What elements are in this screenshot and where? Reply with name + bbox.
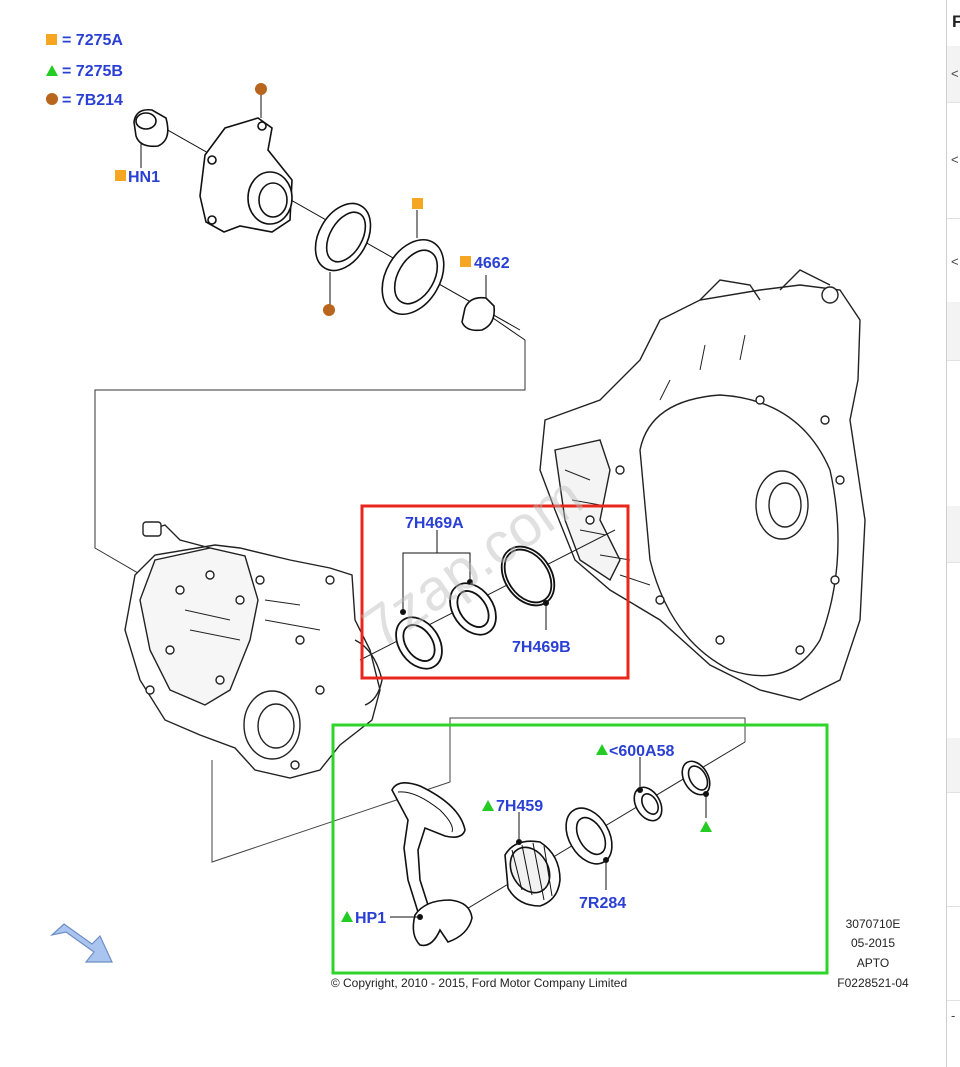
side-panel-row[interactable] xyxy=(947,792,960,907)
side-panel-row[interactable] xyxy=(947,906,960,1001)
part-label-7h469b: 7H469B xyxy=(512,639,571,656)
drawing-reference: F0228521-04 xyxy=(837,976,909,990)
side-panel-row-text: < xyxy=(951,66,959,81)
side-panel-row[interactable]: < xyxy=(947,46,960,103)
triangle-marker xyxy=(341,911,353,922)
side-panel-row-text: - xyxy=(951,1008,956,1023)
navigation-arrow-icon[interactable] xyxy=(49,923,113,963)
drawing-market: APTO xyxy=(857,956,889,970)
square-marker xyxy=(412,198,423,209)
part-label-7h459: 7H459 xyxy=(496,798,543,815)
top-assembly xyxy=(133,90,526,341)
highlight-box-green xyxy=(331,723,829,975)
side-panel-row[interactable] xyxy=(947,738,960,793)
bell-housing xyxy=(539,269,866,701)
seal-group-7h469 xyxy=(395,545,556,670)
side-panel-row-text: < xyxy=(951,152,959,167)
drawing-date: 05-2015 xyxy=(851,936,895,950)
triangle-marker xyxy=(482,800,494,811)
part-label-hn1: HN1 xyxy=(128,169,160,186)
leader-line xyxy=(94,340,526,581)
shift-fork-part xyxy=(391,782,466,914)
side-panel-header-row xyxy=(947,0,960,47)
side-panel-row[interactable]: < xyxy=(947,102,960,219)
legend-circle-marker xyxy=(46,93,58,105)
circle-marker xyxy=(255,83,267,95)
copyright-notice: © Copyright, 2010 - 2015, Ford Motor Com… xyxy=(331,976,627,990)
side-panel-header: F xyxy=(952,12,960,32)
part-label-4662: 4662 xyxy=(474,255,510,272)
legend: = 7275A = 7275B = 7B214 xyxy=(46,32,123,109)
triangle-marker xyxy=(596,744,608,755)
legend-text-7275a: = 7275A xyxy=(62,32,123,49)
side-panel-row[interactable] xyxy=(947,302,960,361)
part-label-7h469a: 7H469A xyxy=(405,515,464,532)
side-panel: F < < < - xyxy=(946,0,960,1067)
side-panel-row[interactable]: < xyxy=(947,218,960,303)
legend-text-7b214: = 7B214 xyxy=(62,92,123,109)
part-label-hp1: HP1 xyxy=(355,910,386,927)
side-panel-row[interactable]: - xyxy=(947,1000,960,1067)
leader-line xyxy=(211,717,746,863)
legend-text-7275b: = 7275B xyxy=(62,63,123,80)
side-panel-row[interactable] xyxy=(947,360,960,507)
transfer-case-housing xyxy=(124,521,383,779)
lower-parts xyxy=(391,760,711,947)
square-marker xyxy=(115,170,126,181)
side-panel-row[interactable] xyxy=(947,562,960,739)
circle-marker xyxy=(323,304,335,316)
part-label-600a58: <600A58 xyxy=(609,743,674,760)
highlight-box-red xyxy=(360,504,630,680)
square-marker xyxy=(460,256,471,267)
legend-square-marker xyxy=(46,34,57,45)
legend-triangle-marker xyxy=(46,65,58,76)
side-panel-row-text: < xyxy=(951,254,959,269)
drawing-number: 3070710E xyxy=(846,917,901,931)
fork-pad-part xyxy=(412,899,473,947)
part-label-7r284: 7R284 xyxy=(579,895,626,912)
triangle-marker xyxy=(700,821,712,832)
bushing-part xyxy=(461,296,496,332)
side-panel-row[interactable] xyxy=(947,506,960,563)
